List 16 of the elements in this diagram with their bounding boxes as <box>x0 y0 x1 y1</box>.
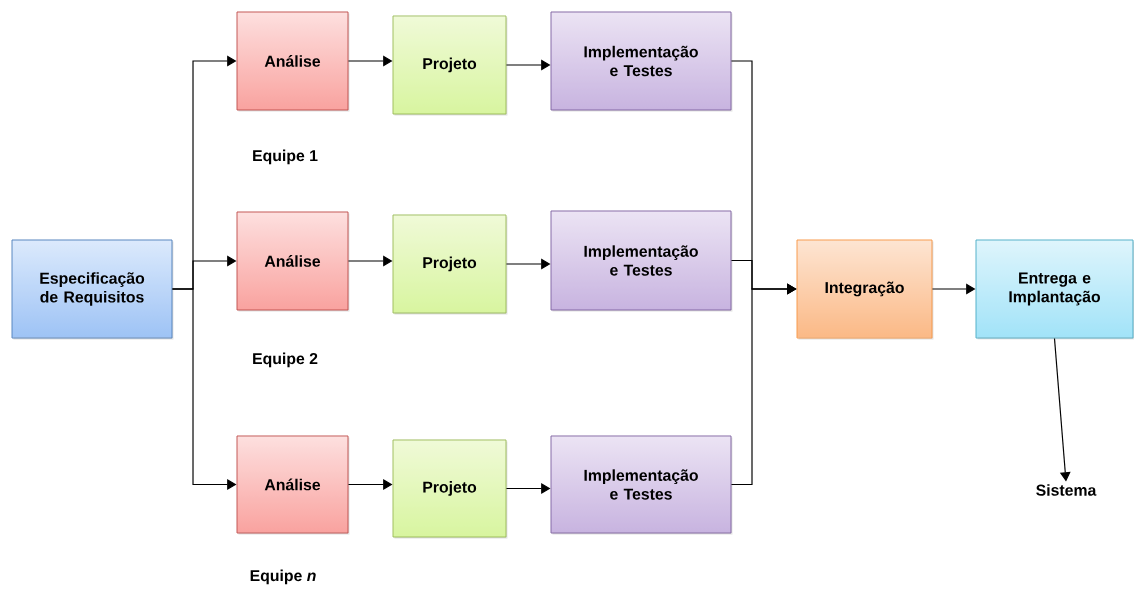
output-text: Sistema <box>1036 484 1097 496</box>
process-box: Análise <box>236 211 350 312</box>
process-box: Implementação e Testes <box>550 435 733 535</box>
process-box: Análise <box>236 11 350 112</box>
process-box: Análise <box>236 435 350 535</box>
process-box: Projeto <box>392 15 508 116</box>
process-box: Projeto <box>392 439 508 539</box>
process-box: Entrega e Implantação <box>975 239 1134 340</box>
team-label: Equipe 1 <box>253 149 318 165</box>
process-box: Integração <box>796 239 934 340</box>
process-box: Especificação de Requisitos <box>11 239 174 340</box>
team-label: Equipe 2 <box>253 352 318 368</box>
process-box: Projeto <box>392 214 508 315</box>
team-label: Equipe n <box>250 569 316 585</box>
process-box: Implementação e Testes <box>550 210 733 312</box>
process-box: Implementação e Testes <box>550 11 733 112</box>
